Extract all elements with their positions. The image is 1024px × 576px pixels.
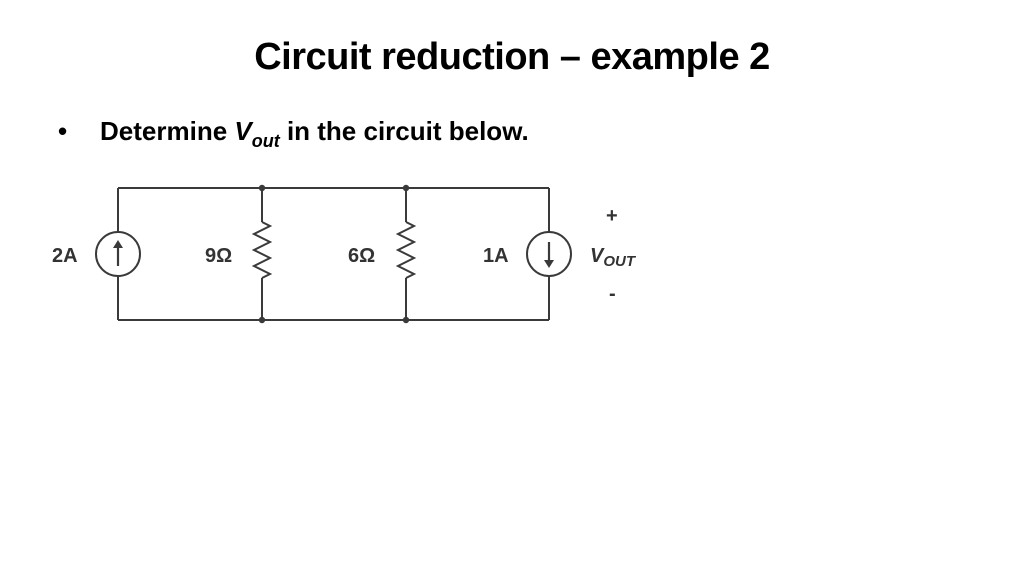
vout-symbol: Vout bbox=[234, 116, 279, 151]
node-top-2 bbox=[402, 184, 410, 192]
resistor-2-label: 6Ω bbox=[348, 245, 375, 267]
arrow-down-icon bbox=[544, 242, 554, 268]
bullet-text-after: in the circuit below. bbox=[279, 116, 529, 146]
node-bottom-2 bbox=[402, 316, 410, 324]
current-source-right bbox=[526, 188, 572, 320]
source-left-label: 2A bbox=[52, 245, 78, 267]
node-bottom-1 bbox=[258, 316, 266, 324]
vout-main: V bbox=[234, 116, 252, 146]
arrow-up-icon bbox=[113, 240, 123, 266]
vout-label-main: V bbox=[590, 245, 605, 267]
vout-label-sub: OUT bbox=[603, 253, 637, 270]
slide-title: Circuit reduction – example 2 bbox=[254, 36, 770, 78]
current-source-left bbox=[95, 188, 141, 320]
bullet-item: • Determine Vout in the circuit below. bbox=[58, 116, 529, 152]
vout-subscript: out bbox=[251, 131, 280, 151]
node-top-1 bbox=[258, 184, 266, 192]
resistor-6-ohm bbox=[395, 188, 417, 320]
source-right-label: 1A bbox=[483, 245, 509, 267]
output-minus: - bbox=[609, 283, 616, 305]
output-voltage-label: VOUT bbox=[590, 245, 637, 270]
bullet-marker: • bbox=[58, 116, 68, 146]
resistor-9-ohm bbox=[251, 188, 273, 320]
output-plus: + bbox=[606, 205, 618, 227]
bullet-text-before: Determine bbox=[100, 116, 235, 146]
resistor-1-label: 9Ω bbox=[205, 245, 232, 267]
